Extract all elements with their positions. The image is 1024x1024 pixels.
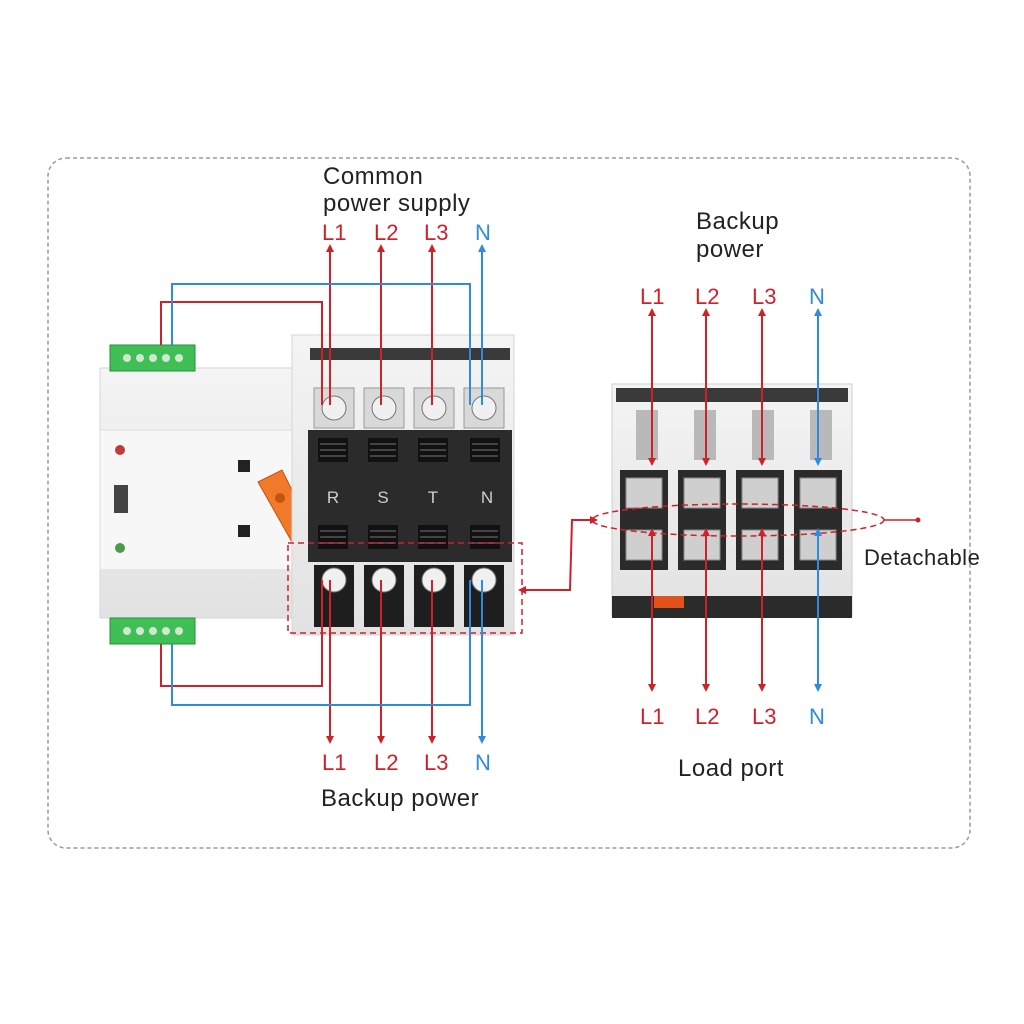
common-supply-wires <box>160 244 486 405</box>
indicator-green <box>115 543 125 553</box>
detachable-connector <box>518 516 598 594</box>
top-right-l3-label: L3 <box>752 284 777 309</box>
top-right-l2-label: L2 <box>695 284 720 309</box>
detachable-label: Detachable <box>864 545 981 570</box>
bottom-right-n-label: N <box>809 704 825 729</box>
right-wires <box>648 308 822 692</box>
backup-power-top-label-line2: power <box>696 236 764 263</box>
terminal-letter-n: N <box>481 488 493 507</box>
transfer-switch-device <box>99 334 515 645</box>
common-supply-label-line1: Common <box>323 163 424 190</box>
top-left-l1-label: L1 <box>322 220 347 245</box>
bottom-right-l2-label: L2 <box>695 704 720 729</box>
selector-switch <box>114 485 128 513</box>
detachable-region-left <box>287 542 523 634</box>
load-port-module <box>611 383 853 618</box>
terminal-block-top <box>109 344 196 372</box>
backup-power-top-label-line1: Backup <box>696 208 780 235</box>
top-terminals <box>313 387 505 429</box>
terminal-block-bottom <box>109 617 196 645</box>
bottom-right-l3-label: L3 <box>752 704 777 729</box>
bottom-left-l3-label: L3 <box>424 750 449 775</box>
top-left-l2-label: L2 <box>374 220 399 245</box>
outer-frame <box>47 157 971 849</box>
bottom-right-l1-label: L1 <box>640 704 665 729</box>
top-right-l1-label: L1 <box>640 284 665 309</box>
load-port-label: Load port <box>678 755 784 782</box>
top-right-n-label: N <box>809 284 825 309</box>
bottom-left-n-label: N <box>475 750 491 775</box>
top-left-n-label: N <box>475 220 491 245</box>
bottom-terminals <box>314 565 504 627</box>
terminal-letter-r: R <box>327 488 339 507</box>
terminal-letter-s: S <box>377 488 388 507</box>
indicator-red <box>115 445 125 455</box>
bottom-left-l2-label: L2 <box>374 750 399 775</box>
terminal-letters: R S T N <box>327 488 493 507</box>
common-supply-label-line2: power supply <box>323 190 471 217</box>
terminal-letter-t: T <box>428 488 438 507</box>
backup-power-wires <box>160 580 486 744</box>
bottom-left-l1-label: L1 <box>322 750 347 775</box>
top-left-l3-label: L3 <box>424 220 449 245</box>
backup-power-bottom-label: Backup power <box>321 785 480 812</box>
